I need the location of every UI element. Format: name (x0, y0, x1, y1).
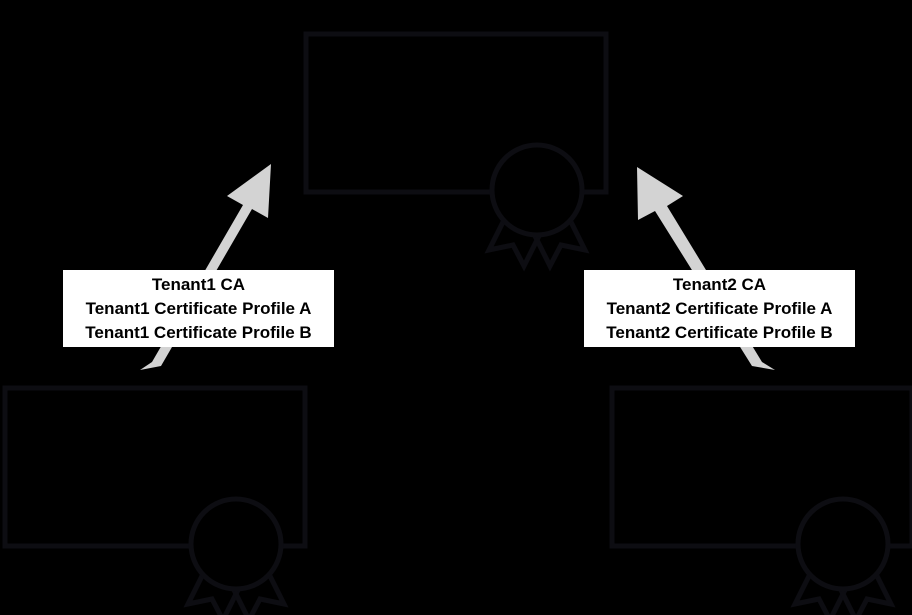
arrow-tenant1-to-root (140, 164, 271, 370)
certificate-icon-body (609, 385, 912, 549)
arrow-tenant2-to-root (637, 167, 775, 370)
node-root-ca[interactable] (303, 31, 609, 272)
arrow-shaft-and-head (140, 164, 271, 370)
certificate-icon-seal (489, 142, 585, 238)
arrow-shaft-and-head (637, 167, 775, 370)
certificate-icon-body (303, 31, 609, 195)
label-tenant1-line3: Tenant1 Certificate Profile B (85, 323, 312, 342)
label-tenant2[interactable]: Tenant2 CA Tenant2 Certificate Profile A… (584, 270, 855, 347)
node-tenant1-ca[interactable] (2, 385, 308, 615)
label-tenant2-line2: Tenant2 Certificate Profile A (606, 299, 833, 318)
node-tenant2-ca[interactable] (609, 385, 912, 615)
label-tenant1[interactable]: Tenant1 CA Tenant1 Certificate Profile A… (63, 270, 334, 347)
certificate-icon-seal (795, 496, 891, 592)
certificate-icon-seal (188, 496, 284, 592)
label-tenant1-line1: Tenant1 CA (151, 275, 246, 294)
certificate-icon-body (2, 385, 308, 549)
label-tenant2-line3: Tenant2 Certificate Profile B (606, 323, 833, 342)
label-tenant2-line1: Tenant2 CA (672, 275, 767, 294)
label-tenant1-line2: Tenant1 Certificate Profile A (85, 299, 312, 318)
